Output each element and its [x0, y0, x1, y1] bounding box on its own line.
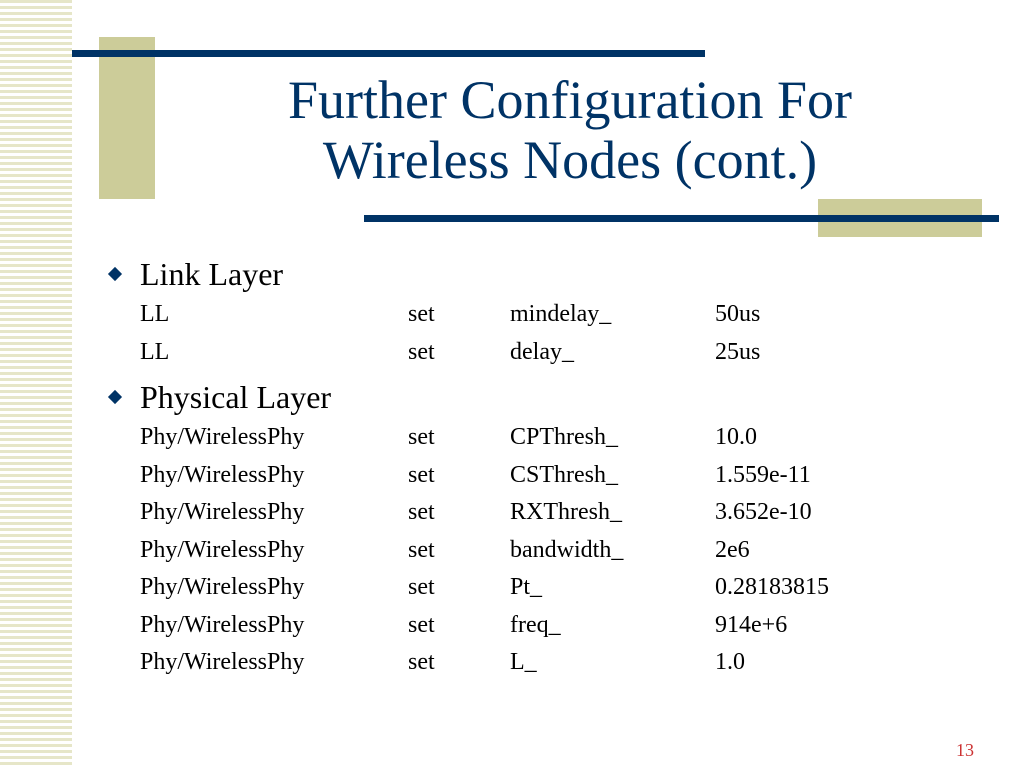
- title-rule-top: [72, 50, 705, 57]
- config-value: 25us: [715, 338, 761, 365]
- bullet-label: Physical Layer: [140, 378, 332, 415]
- bullet-link-layer: Link Layer: [106, 252, 986, 296]
- link-layer-rows: LL set mindelay_ 50us LL set delay_ 25us: [140, 296, 986, 371]
- config-value: 1.0: [715, 649, 745, 676]
- config-object: Phy/WirelessPhy: [140, 461, 305, 488]
- config-object: Phy/WirelessPhy: [140, 536, 305, 563]
- config-value: 3.652e-10: [715, 499, 812, 526]
- config-command: set: [408, 536, 435, 563]
- config-parameter: RXThresh_: [510, 499, 622, 526]
- config-value: 10.0: [715, 424, 757, 451]
- slide-content: Link Layer LL set mindelay_ 50us LL set …: [106, 252, 986, 682]
- config-command: set: [408, 338, 435, 365]
- config-parameter: Pt_: [510, 574, 543, 601]
- diamond-bullet-icon: [107, 266, 123, 282]
- config-parameter: L_: [510, 649, 537, 676]
- config-command: set: [408, 611, 435, 638]
- config-object: Phy/WirelessPhy: [140, 499, 305, 526]
- config-object: LL: [140, 301, 170, 328]
- config-row: LL set mindelay_ 50us: [140, 296, 986, 334]
- config-row: Phy/WirelessPhy set RXThresh_ 3.652e-10: [140, 494, 986, 532]
- config-value: 2e6: [715, 536, 750, 563]
- left-stripe-decoration: [0, 0, 72, 768]
- config-object: Phy/WirelessPhy: [140, 649, 305, 676]
- config-command: set: [408, 574, 435, 601]
- config-parameter: CPThresh_: [510, 424, 618, 451]
- physical-layer-rows: Phy/WirelessPhy set CPThresh_ 10.0 Phy/W…: [140, 419, 986, 682]
- config-parameter: mindelay_: [510, 301, 612, 328]
- config-row: Phy/WirelessPhy set freq_ 914e+6: [140, 607, 986, 645]
- config-row: Phy/WirelessPhy set bandwidth_ 2e6: [140, 532, 986, 570]
- bullet-label: Link Layer: [140, 255, 284, 292]
- slide-title: Further Configuration For Wireless Nodes…: [160, 70, 980, 190]
- config-command: set: [408, 649, 435, 676]
- title-accent-block-top: [99, 37, 155, 199]
- page-number: 13: [956, 740, 974, 760]
- config-parameter: CSThresh_: [510, 461, 618, 488]
- config-value: 0.28183815: [715, 574, 829, 601]
- config-value: 50us: [715, 301, 761, 328]
- config-parameter: freq_: [510, 611, 561, 638]
- config-row: Phy/WirelessPhy set CSThresh_ 1.559e-11: [140, 457, 986, 495]
- config-object: Phy/WirelessPhy: [140, 424, 305, 451]
- config-row: LL set delay_ 25us: [140, 334, 986, 372]
- slide-title-line-2: Wireless Nodes (cont.): [322, 130, 818, 190]
- slide-title-line-1: Further Configuration For: [288, 70, 852, 130]
- config-row: Phy/WirelessPhy set L_ 1.0: [140, 644, 986, 682]
- config-object: Phy/WirelessPhy: [140, 611, 305, 638]
- config-command: set: [408, 424, 435, 451]
- config-object: Phy/WirelessPhy: [140, 574, 305, 601]
- config-command: set: [408, 301, 435, 328]
- config-value: 1.559e-11: [715, 461, 811, 488]
- config-command: set: [408, 461, 435, 488]
- config-parameter: delay_: [510, 338, 574, 365]
- diamond-bullet-icon: [107, 389, 123, 405]
- config-row: Phy/WirelessPhy set Pt_ 0.28183815: [140, 569, 986, 607]
- title-rule-bottom: [364, 215, 999, 222]
- config-row: Phy/WirelessPhy set CPThresh_ 10.0: [140, 419, 986, 457]
- bullet-physical-layer: Physical Layer: [106, 375, 986, 419]
- config-value: 914e+6: [715, 611, 788, 638]
- config-object: LL: [140, 338, 170, 365]
- config-parameter: bandwidth_: [510, 536, 624, 563]
- config-command: set: [408, 499, 435, 526]
